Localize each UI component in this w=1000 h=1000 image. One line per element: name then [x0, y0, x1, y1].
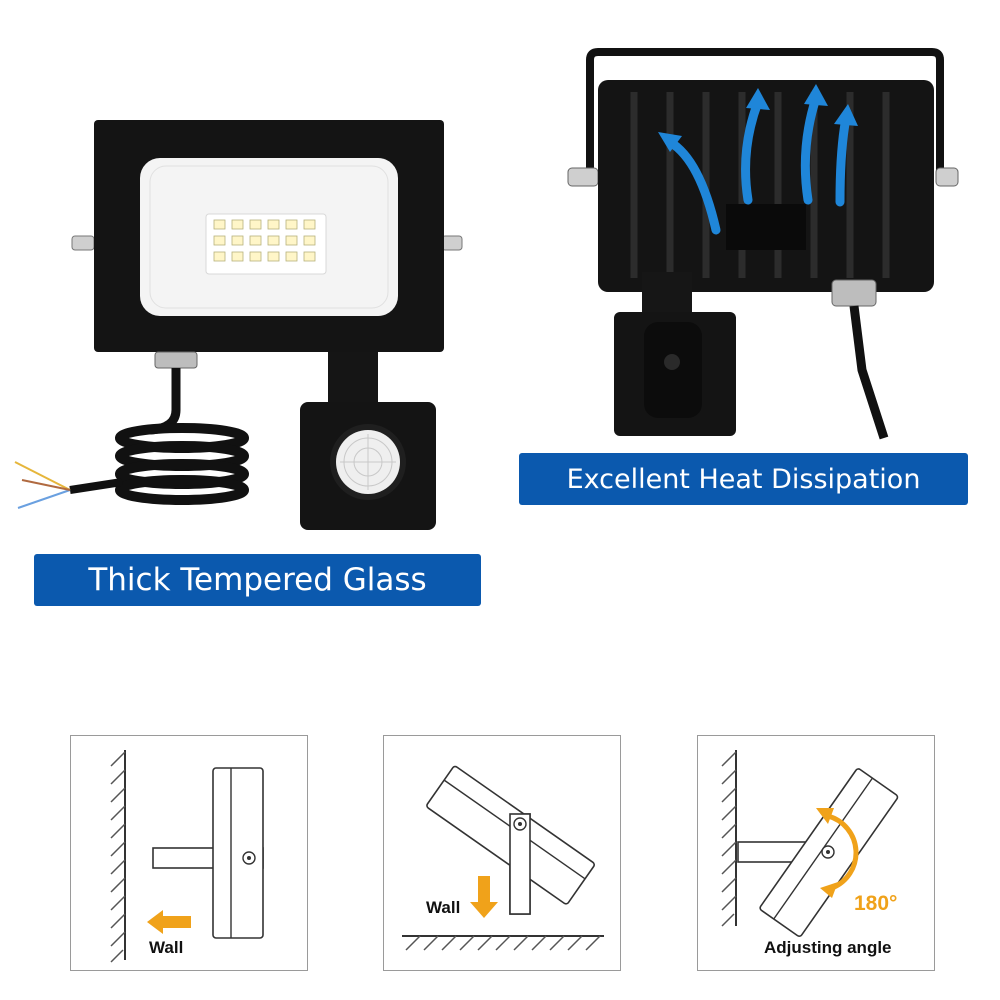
install-panel-ground-mount: Wall — [383, 735, 621, 971]
install-panel-wall-mount: Wall — [70, 735, 308, 971]
arrow-left-icon — [147, 910, 191, 934]
angle-degree-label: 180° — [854, 892, 898, 915]
adjusting-angle-diagram — [721, 750, 899, 937]
feature-banner-label: Excellent Heat Dissipation — [566, 463, 921, 495]
arrow-down-icon — [470, 876, 498, 918]
install-panel-adjusting-angle: 180° Adjusting angle — [697, 735, 935, 971]
ground-mount-diagram — [402, 765, 604, 951]
rotate-arrow-icon — [827, 813, 859, 891]
feature-banner-heat-dissipation: Excellent Heat Dissipation — [519, 453, 968, 505]
feature-banner-label: Thick Tempered Glass — [88, 562, 427, 598]
adjusting-angle-label: Adjusting angle — [764, 938, 892, 957]
wall-label: Wall — [426, 898, 461, 917]
feature-banner-tempered-glass: Thick Tempered Glass — [34, 554, 481, 606]
floodlight-rear-image — [567, 48, 959, 440]
floodlight-front-image — [14, 120, 463, 530]
wall-label: Wall — [149, 938, 184, 957]
wall-mount-diagram — [110, 750, 264, 963]
